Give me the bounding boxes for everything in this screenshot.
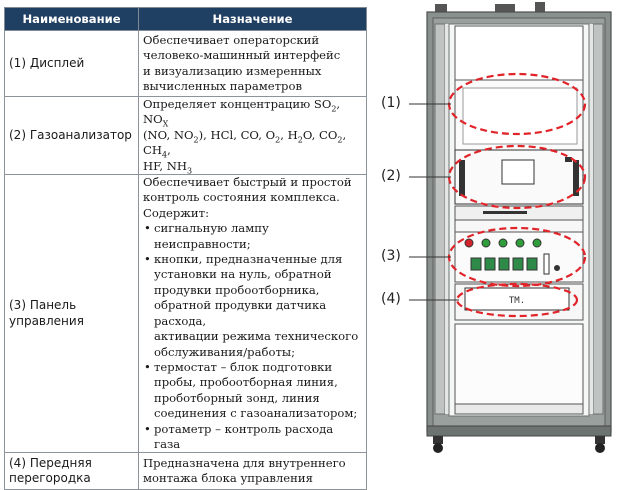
top-connector [435,4,447,13]
row-1-desc: Обеспечивает операторский человеко-машин… [138,30,367,97]
thermostat [470,257,482,271]
control-button [498,238,508,248]
bullet-item: кнопки, предназначенные для установки на… [143,252,362,360]
control-button [481,238,491,248]
analyzer-handle-right [573,160,579,196]
top-connector [535,2,545,13]
left-rail-highlight [445,24,449,414]
cabinet-svg: ТМ. [409,2,612,453]
thermostat [512,257,524,271]
table-header-row: Наименование Назначение [4,7,367,31]
caster-wheel [433,443,443,453]
selector-knob [554,265,560,271]
left-rail [434,23,446,415]
desc-line: Определяет концентрацию SO2, NOX [143,97,341,129]
row-4-desc: Предназначена для внутреннего монтажа бл… [138,452,367,490]
partition-label: ТМ. [509,296,525,306]
caster-mount [595,436,605,444]
desc-line: монтажа блока управления [143,471,313,486]
desc-prefix: Определяет концентрацию [143,97,314,111]
desc-line: и визуализацию измеренных [143,63,322,78]
caster-wheel [595,443,605,453]
lower-blank-panel [454,323,584,405]
analyzer-handle-left [459,160,465,196]
bullet-item: ротаметр – контроль расхода газа [143,422,362,453]
analyzer-led [565,157,572,162]
table-row: (3) Панель управления Обеспечивает быстр… [4,174,367,454]
row-3-desc: Обеспечивает быстрый и простой контроль … [138,174,367,454]
desc-line: (NO, NO2), HCl, CO, O2, H2O, CO2, CH4, [143,127,347,160]
row-1-name: (1) Дисплей [4,30,139,97]
fault-lamp [464,238,474,248]
spacer-slot [483,211,527,214]
header-name: Наименование [4,7,139,31]
top-blank-panel [454,25,584,81]
top-connector [495,4,515,13]
components-table: Наименование Назначение (1) Дисплей Обес… [4,7,367,490]
desc-line: контроль состояния комплекса. [143,190,340,205]
table-row: (2) Газоанализатор Определяет концентрац… [4,95,367,176]
control-button [532,238,542,248]
rotameter [543,253,550,275]
right-rail [592,23,604,415]
front-partition [464,287,570,311]
callout-3: (3) [381,248,401,264]
callout-2: (2) [381,168,401,184]
thermostat [498,257,510,271]
table-row: (1) Дисплей Обеспечивает операторский че… [4,30,367,97]
desc-line: человеко-машинный интерфейс [143,48,341,63]
row-4-name: (4) Передняя перегородка [4,452,139,490]
desc-line: вычисленных параметров [143,78,302,93]
bottom-strip [454,403,584,415]
table-row: (4) Передняя перегородка Предназначена д… [4,452,367,490]
display-screen [462,87,578,145]
right-rail-highlight [589,24,593,414]
row-2-desc: Определяет концентрацию SO2, NOX (NO, NO… [138,95,367,176]
row-2-name: (2) Газоанализатор [4,95,139,176]
callout-4: (4) [381,291,401,307]
casters [433,436,605,453]
desc-line: HF, NH3 [143,158,193,175]
thermostat [484,257,496,271]
caster-mount [433,436,443,444]
bullet-item: термостат – блок подготовки пробы, пробо… [143,360,362,422]
cabinet-base [426,425,612,437]
bullet-item: сигнальную лампу неисправности; [143,221,362,252]
spacer-panel [454,219,584,233]
cabinet-diagram: ТМ. (1) (2) (3) (4) [375,0,620,459]
desc-line: Обеспечивает быстрый и простой [143,175,352,190]
analyzer-screen [501,159,535,185]
row-3-name: (3) Панель управления [4,174,139,454]
desc-line: Содержит: [143,205,209,220]
desc-line: Обеспечивает операторский [143,32,320,47]
callout-1: (1) [381,95,401,111]
leader-lines [409,103,459,301]
highlight-front-partition [455,282,579,318]
header-purpose: Назначение [138,7,367,31]
desc-line: Предназначена для внутреннего [143,455,346,470]
top-connectors [435,2,545,13]
control-button [515,238,525,248]
thermostat [526,257,538,271]
